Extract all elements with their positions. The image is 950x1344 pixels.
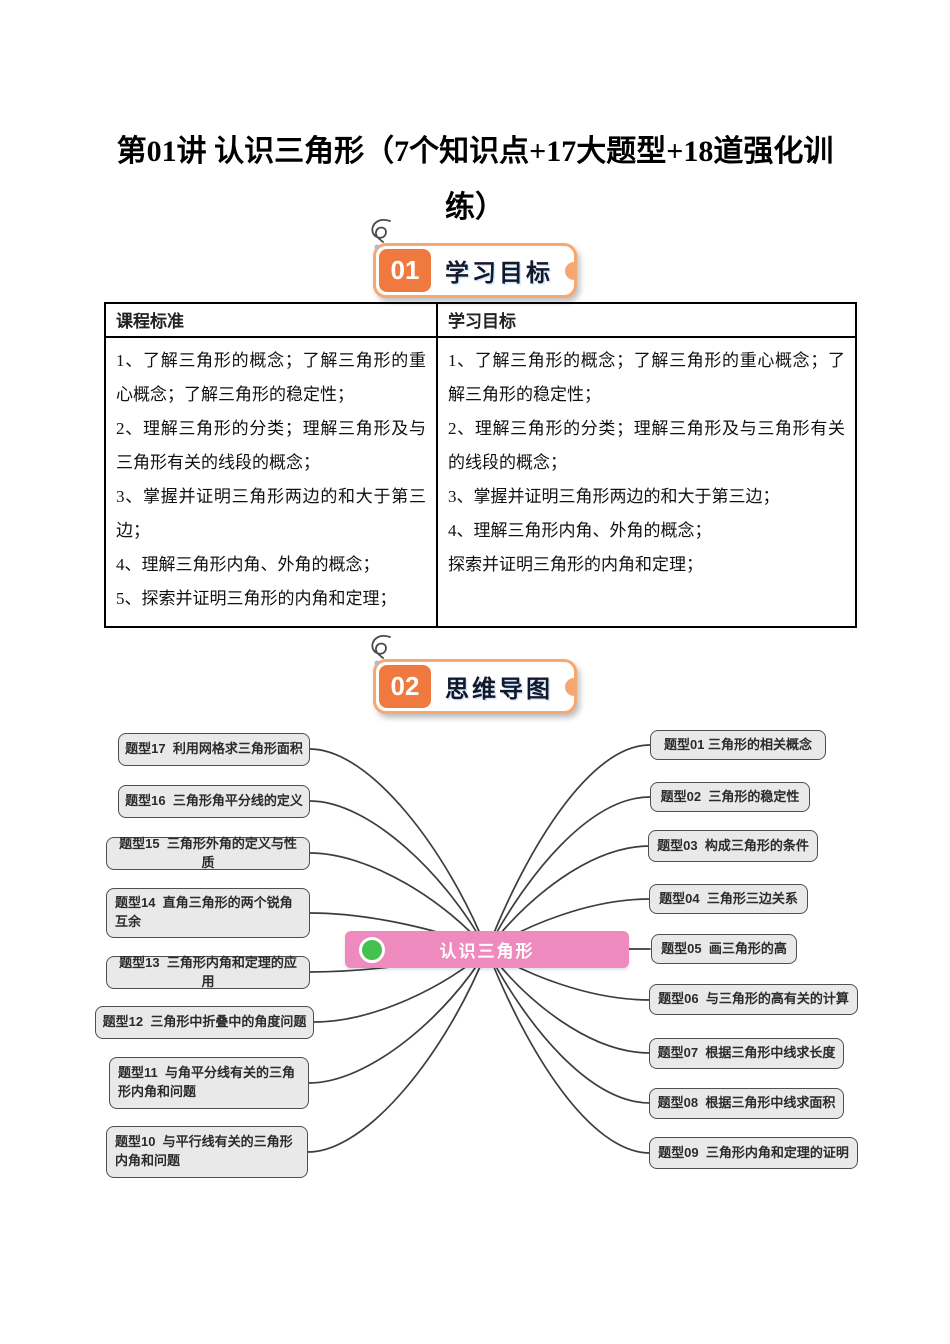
connector-line bbox=[486, 949, 651, 1104]
mindmap-node-07: 题型07 根据三角形中线求长度 bbox=[649, 1038, 844, 1069]
section-number: 01 bbox=[379, 249, 431, 292]
connector-line bbox=[486, 949, 651, 1054]
section-title: 学习目标 bbox=[445, 260, 553, 287]
connector-line bbox=[486, 744, 651, 951]
mindmap-center-node: 认识三角形 bbox=[345, 931, 629, 968]
learning-goal-item: 1、了解三角形的概念；了解三角形的重心概念；了解三角形的稳定性； bbox=[448, 351, 845, 404]
course-standard-cell: 1、了解三角形的概念；了解三角形的重心概念；了解三角形的稳定性； 2、理解三角形… bbox=[104, 336, 438, 628]
badge-notch bbox=[565, 677, 574, 696]
mindmap-node-17: 题型17 利用网格求三角形面积 bbox=[118, 733, 310, 766]
mindmap-node-02: 题型02 三角形的稳定性 bbox=[650, 782, 810, 812]
green-dot-icon bbox=[359, 936, 385, 963]
connector-line bbox=[307, 949, 488, 1153]
course-standard-item: 2、理解三角形的分类；理解三角形及与三角形有关的线段的概念； bbox=[116, 419, 426, 472]
mindmap-node-06: 题型06 与三角形的高有关的计算 bbox=[649, 984, 858, 1015]
mindmap-node-09: 题型09 三角形内角和定理的证明 bbox=[649, 1137, 858, 1169]
mindmap-node-10: 题型10 与平行线有关的三角形内角和问题 bbox=[106, 1126, 308, 1178]
mindmap-node-11: 题型11 与角平分线有关的三角形内角和问题 bbox=[109, 1057, 309, 1109]
goals-table: 课程标准 学习目标 1、了解三角形的概念；了解三角形的重心概念；了解三角形的稳定… bbox=[104, 302, 857, 628]
mind-map: 题型17 利用网格求三角形面积 题型16 三角形角平分线的定义 题型15 三角形… bbox=[0, 700, 950, 1210]
page-title: 第01讲 认识三角形（7个知识点+17大题型+18道强化训练） bbox=[116, 135, 834, 225]
course-standard-item: 5、探索并证明三角形的内角和定理； bbox=[116, 589, 397, 608]
connector-line bbox=[309, 800, 488, 951]
mindmap-node-04: 题型04 三角形三边关系 bbox=[649, 884, 808, 914]
learning-goal-item: 2、理解三角形的分类；理解三角形及与三角形有关的线段的概念； bbox=[448, 419, 845, 472]
course-standard-item: 1、了解三角形的概念；了解三角形的重心概念；了解三角形的稳定性； bbox=[116, 351, 426, 404]
learning-goal-item: 4、理解三角形内角、外角的概念； bbox=[448, 521, 712, 540]
mindmap-node-14: 题型14 直角三角形的两个锐角互余 bbox=[106, 888, 310, 938]
mindmap-node-05: 题型05 画三角形的高 bbox=[651, 934, 797, 964]
mindmap-node-01: 题型01 三角形的相关概念 bbox=[650, 730, 826, 760]
course-standard-item: 4、理解三角形内角、外角的概念； bbox=[116, 555, 380, 574]
section-badge-mind-map: 02 思维导图 bbox=[371, 635, 577, 714]
mindmap-node-12: 题型12 三角形中折叠中的角度问题 bbox=[95, 1006, 314, 1039]
mindmap-node-15: 题型15 三角形外角的定义与性质 bbox=[106, 836, 310, 870]
column-header-course-standard: 课程标准 bbox=[104, 302, 438, 338]
mindmap-node-03: 题型03 构成三角形的条件 bbox=[648, 830, 818, 862]
connector-line bbox=[486, 949, 651, 1154]
center-node-label: 认识三角形 bbox=[439, 942, 535, 961]
table-body-row: 1、了解三角形的概念；了解三角形的重心概念；了解三角形的稳定性； 2、理解三角形… bbox=[104, 336, 857, 628]
course-standard-item: 3、掌握并证明三角形两边的和大于第三边； bbox=[116, 487, 426, 540]
connector-line bbox=[308, 949, 488, 1084]
badge-notch bbox=[565, 261, 574, 280]
learning-goal-item: 探索并证明三角形的内角和定理； bbox=[448, 555, 703, 574]
section-title: 思维导图 bbox=[445, 676, 553, 703]
section-number: 02 bbox=[379, 665, 431, 708]
mindmap-node-08: 题型08 根据三角形中线求面积 bbox=[649, 1088, 844, 1119]
learning-goal-item: 3、掌握并证明三角形两边的和大于第三边； bbox=[448, 487, 780, 506]
mindmap-node-13: 题型13 三角形内角和定理的应用 bbox=[106, 955, 310, 989]
table-header-row: 课程标准 学习目标 bbox=[104, 302, 857, 338]
learning-goals-cell: 1、了解三角形的概念；了解三角形的重心概念；了解三角形的稳定性； 2、理解三角形… bbox=[436, 336, 857, 628]
column-header-learning-goals: 学习目标 bbox=[436, 302, 857, 338]
connector-line bbox=[486, 796, 651, 951]
spiral-clip-icon bbox=[371, 635, 391, 666]
spiral-clip-icon bbox=[371, 219, 391, 250]
mindmap-node-16: 题型16 三角形角平分线的定义 bbox=[118, 785, 310, 818]
section-badge-learning-goals: 01 学习目标 bbox=[371, 219, 577, 298]
connector-line bbox=[309, 748, 488, 951]
